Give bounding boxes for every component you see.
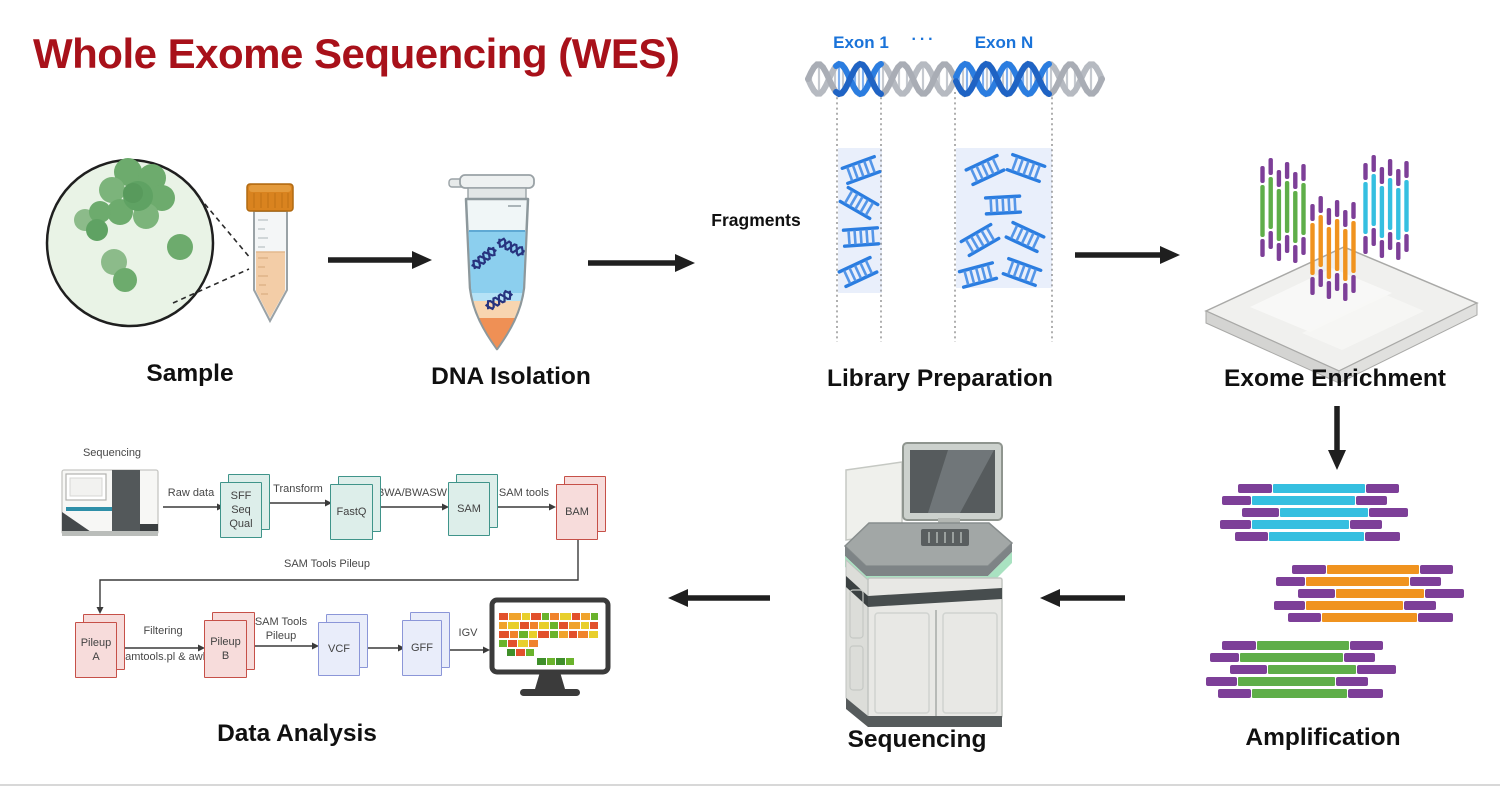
exon-n-label: Exon N [974, 33, 1034, 52]
edge-sam-tools: SAM tools [498, 487, 550, 499]
edge-transform: Transform [273, 483, 323, 495]
node-sam: SAM [448, 474, 498, 536]
arrow-isolation-to-library [588, 254, 695, 272]
arrow-amplification-to-sequencing [1040, 589, 1125, 607]
node-sff-seq-qual: SFF Seq Qual [220, 474, 270, 538]
node-bam: BAM [556, 476, 606, 540]
arrow-sequencing-to-analysis [668, 589, 770, 607]
igv-monitor-icon [489, 597, 611, 696]
cell-cluster-icon [99, 158, 175, 229]
arrow-enrichment-to-amplification [1328, 406, 1346, 470]
node-fastq: FastQ [330, 476, 381, 540]
exome-enrichment-label: Exome Enrichment [1224, 365, 1446, 392]
dna-fragment-icon [837, 255, 879, 289]
dna-fragment-icon [838, 185, 880, 221]
node-vcf: VCF [318, 614, 368, 676]
edge-filtering: Filtering [143, 625, 183, 637]
edge-raw-data: Raw data [167, 487, 215, 499]
edge-samtools-awk: Samtools.pl & awk [117, 651, 209, 663]
capture-probe-strands [1260, 155, 1409, 301]
node-pileup-b: Pileup B [204, 612, 255, 678]
exon-1-label: Exon 1 [833, 33, 889, 52]
workflow-arrows [328, 246, 1346, 607]
sequencer-machine-illustration [843, 442, 1014, 727]
fragments-label: Fragments [711, 210, 801, 230]
sequencer-small-label: Sequencing [82, 447, 142, 459]
data-analysis-label: Data Analysis [217, 720, 377, 747]
dna-fragment-icon [957, 261, 999, 289]
exome-chip-illustration [1204, 246, 1479, 384]
edge-igv: IGV [458, 627, 478, 639]
genomic-dna-helix [805, 60, 1105, 98]
arrow-library-to-enrichment [1075, 246, 1180, 264]
sequencer-icon [61, 469, 159, 536]
dna-fragment-icon [840, 154, 882, 186]
edge-sam-tools-pileup: SAM Tools Pileup [254, 616, 308, 642]
exon-dots: ··· [911, 31, 937, 48]
dna-fragment-icon [1001, 256, 1043, 288]
falcon-tube-icon [246, 183, 294, 324]
dna-fragment-icon [964, 153, 1006, 187]
dna-fragment-icon [841, 226, 881, 248]
amplified-reads [1206, 484, 1464, 698]
node-pileup-a: Pileup A [75, 614, 125, 678]
node-gff: GFF [402, 612, 450, 676]
edge-sam-tools-pileup-long: SAM Tools Pileup [283, 558, 371, 570]
library-preparation-label: Library Preparation [826, 365, 1054, 392]
dna-fragment-icon [1005, 152, 1047, 184]
dna-fragment-icon [983, 194, 1023, 216]
arrow-sample-to-isolation [328, 251, 432, 269]
sample-illustration [45, 158, 294, 328]
dna-fragment-icon [959, 222, 1001, 258]
page-title: Whole Exome Sequencing (WES) [33, 30, 680, 77]
dna-fragment-icon [1004, 220, 1046, 254]
read-alignment-heatmap [499, 613, 598, 665]
dna-strands-icon [471, 237, 526, 311]
sample-label: Sample [146, 360, 234, 387]
dna-isolation-illustration [448, 174, 535, 351]
amplification-label: Amplification [1245, 724, 1401, 751]
edge-bwa: BWA/BWASW [376, 487, 448, 499]
pipeline-connectors [96, 499, 579, 654]
sequencing-label: Sequencing [847, 726, 987, 753]
dna-fragments [837, 152, 1047, 289]
dna-isolation-label: DNA Isolation [431, 363, 591, 390]
